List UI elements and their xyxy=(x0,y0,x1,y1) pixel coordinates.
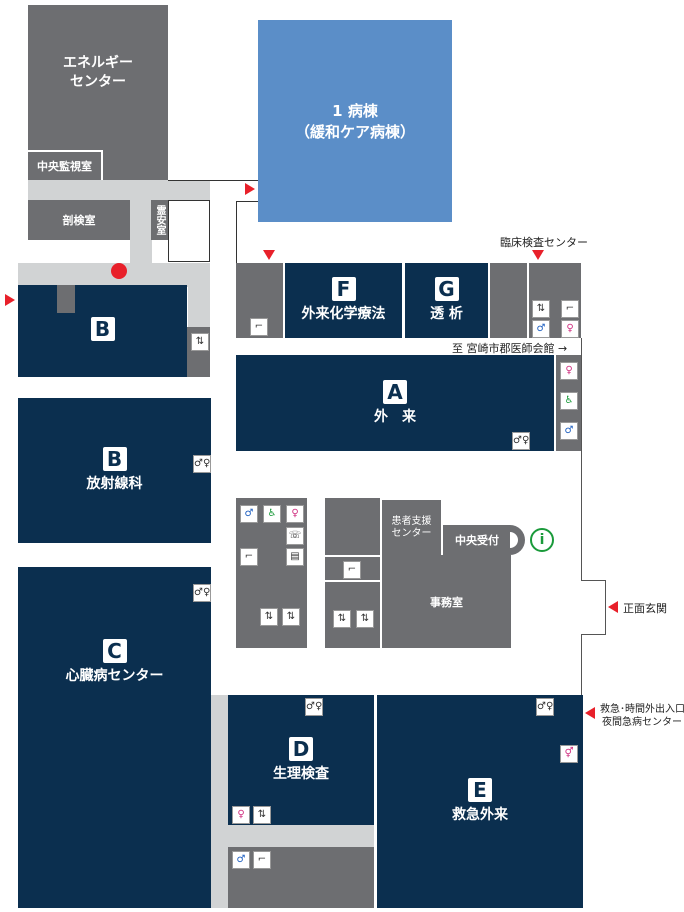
monitor-room: 中央監視室 xyxy=(28,150,103,180)
toilet-icon: ♂♀ xyxy=(193,584,211,602)
toilet-female-icon: ♀ xyxy=(561,320,579,338)
patient-support-center: 患者支援 センター xyxy=(382,500,441,555)
room-letter: B xyxy=(102,447,127,472)
elevator-icon: ⇅ xyxy=(282,608,300,626)
toilet-female-icon: ♀ xyxy=(560,362,578,380)
dialysis: G 透 析 xyxy=(405,263,488,338)
entrance-arrow xyxy=(608,601,618,613)
small-room xyxy=(57,285,75,313)
toilet-male-icon: ♂ xyxy=(240,505,258,523)
room-name: 放射線科 xyxy=(86,476,143,493)
stairs-icon: ⌐ xyxy=(343,561,361,579)
toilet-male-icon: ♂ xyxy=(232,851,250,869)
office-block xyxy=(325,498,380,555)
wall xyxy=(581,338,582,580)
room-letter: A xyxy=(383,379,407,404)
elevator-icon: ⇅ xyxy=(333,610,351,628)
physiology: D 生理検査 xyxy=(228,695,374,825)
office: 事務室 xyxy=(382,555,511,648)
main-entrance-label: 正面玄関 xyxy=(623,602,667,615)
room-name: 心臓病センター xyxy=(65,668,164,685)
room-name: 外来化学療法 xyxy=(301,306,386,323)
toilet-female-icon: ♀ xyxy=(286,505,304,523)
toilet-icon: ♂♀ xyxy=(536,698,554,716)
night-center-label: 夜間急病センター xyxy=(602,717,682,728)
toilet-male-icon: ♂ xyxy=(560,422,578,440)
vending-icon: ▤ xyxy=(286,548,304,566)
entrance-arrow xyxy=(532,250,544,260)
entrance-arrow xyxy=(245,183,255,195)
phone-icon: ☏ xyxy=(286,527,304,545)
lab-center-label: 臨床検査センター xyxy=(500,236,588,249)
room-letter: G xyxy=(434,277,459,302)
wall xyxy=(581,580,606,635)
corridor xyxy=(211,695,228,908)
hospital-marker-icon xyxy=(111,263,127,279)
toilet-icon: ♂♀ xyxy=(305,698,323,716)
elevator-icon: ⇅ xyxy=(253,806,271,824)
elevator-icon: ⇅ xyxy=(191,333,209,351)
outpatient: A 外 来 xyxy=(236,355,554,451)
toilet-icon: ♂♀ xyxy=(512,432,530,450)
information-icon: i xyxy=(530,528,554,552)
room-b-top: B xyxy=(18,285,187,377)
service-block xyxy=(228,847,374,908)
connector-line xyxy=(168,180,258,181)
toilet-icon: ⚥ xyxy=(560,745,578,763)
medical-hall-direction: 至 宮崎市郡医師会館 → xyxy=(452,342,568,355)
toilet-icon: ♂♀ xyxy=(193,455,211,473)
room-name: 救急外来 xyxy=(452,807,508,824)
toilet-female-icon: ♀ xyxy=(232,806,250,824)
mortuary: 霊安室 xyxy=(151,200,168,240)
room-name: 外 来 xyxy=(374,408,416,425)
corridor xyxy=(228,825,374,847)
wheelchair-icon: ♿ xyxy=(560,392,578,410)
entrance-arrow xyxy=(5,294,15,306)
room-name: 透 析 xyxy=(430,306,463,323)
outline-room xyxy=(168,200,210,262)
stairs-icon: ⌐ xyxy=(561,300,579,318)
corridor xyxy=(130,200,152,270)
wall xyxy=(581,635,582,695)
corridor xyxy=(188,285,210,327)
entrance-arrow xyxy=(263,250,275,260)
stairs-icon: ⌐ xyxy=(253,851,271,869)
ward-1-title: 1 病棟 xyxy=(332,102,378,120)
radiology: B 放射線科 xyxy=(18,398,211,543)
elevator-icon: ⇅ xyxy=(260,608,278,626)
autopsy-room: 剖検室 xyxy=(28,200,130,240)
wheelchair-icon: ♿ xyxy=(263,505,281,523)
elevator-icon: ⇅ xyxy=(356,610,374,628)
room-letter: E xyxy=(468,778,492,803)
room-letter: B xyxy=(90,317,115,341)
elevator-icon: ⇅ xyxy=(532,300,550,318)
emergency-outpatient: E 救急外来 xyxy=(377,695,583,908)
connector-line xyxy=(236,201,258,202)
cardio-center: C 心臓病センター xyxy=(18,567,211,908)
stairs-icon: ⌐ xyxy=(240,548,258,566)
ward-1-subtitle: （緩和ケア病棟） xyxy=(294,123,415,141)
stairs-icon: ⌐ xyxy=(250,318,268,336)
connector-line xyxy=(236,201,237,263)
room-letter: D xyxy=(289,736,313,761)
er-entrance-label: 救急･時間外出入口 xyxy=(600,704,684,715)
room-name: 生理検査 xyxy=(273,765,329,782)
chemotherapy: F 外来化学療法 xyxy=(285,263,402,338)
utility xyxy=(490,263,527,338)
ward-1: 1 病棟 （緩和ケア病棟） xyxy=(258,20,452,222)
reception-counter xyxy=(510,532,518,548)
room-letter: F xyxy=(331,277,356,302)
toilet-male-icon: ♂ xyxy=(532,320,550,338)
entrance-arrow xyxy=(585,707,595,719)
corridor xyxy=(28,180,210,200)
room-letter: C xyxy=(102,639,127,664)
